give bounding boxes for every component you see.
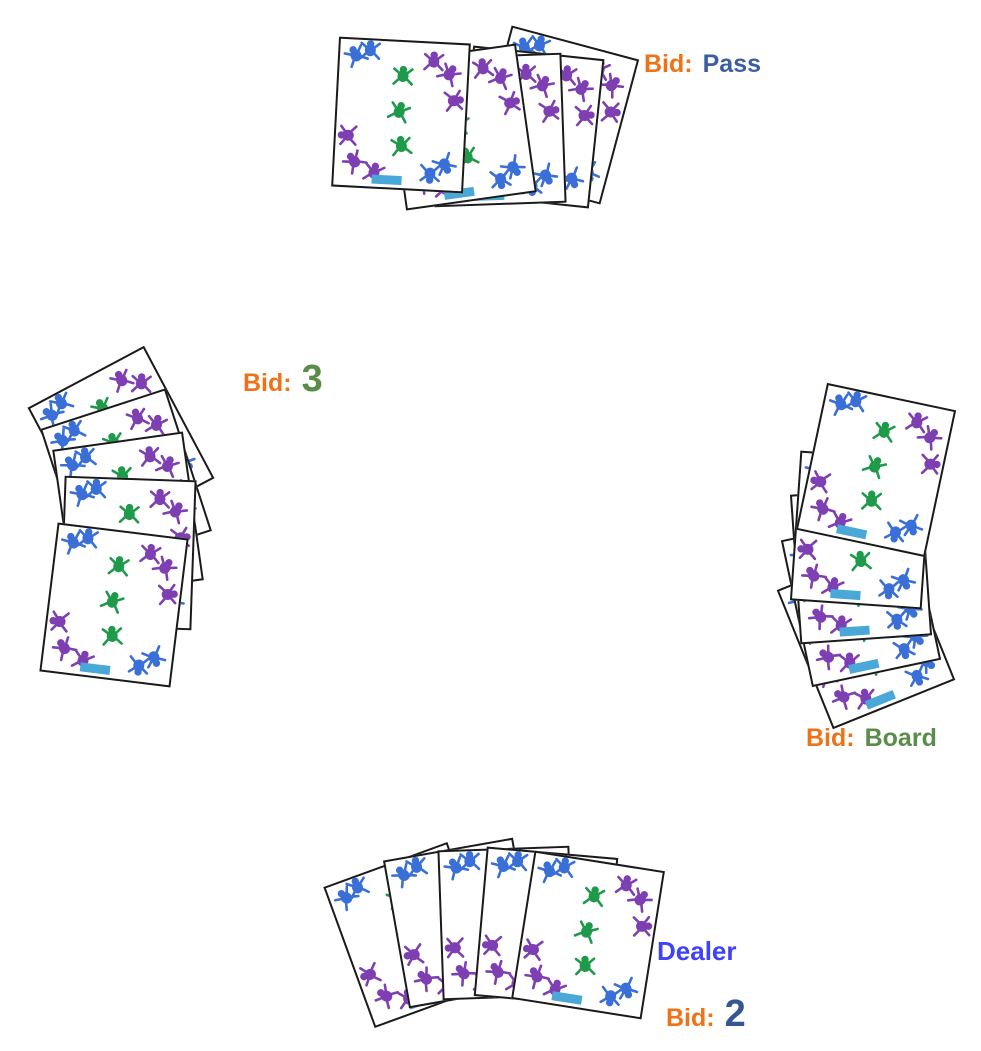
dealer-label: Dealer — [657, 936, 737, 966]
bid-value: Pass — [702, 50, 761, 78]
frog-pattern-icon — [333, 39, 468, 191]
frog-pattern-icon — [42, 525, 187, 686]
card-back[interactable] — [331, 36, 471, 194]
east-bid: Bid: Board — [806, 724, 937, 753]
west-bid: Bid: 3 — [243, 358, 323, 401]
frog-pattern-icon — [798, 385, 954, 554]
bid-label: Bid: — [666, 1004, 715, 1032]
bid-value: Board — [864, 724, 937, 752]
card-back[interactable] — [39, 522, 189, 688]
card-back[interactable] — [511, 850, 665, 1020]
bid-label: Bid: — [644, 50, 693, 78]
card-back[interactable] — [795, 382, 957, 558]
bid-label: Bid: — [243, 369, 292, 397]
frog-pattern-icon — [513, 853, 662, 1017]
south-bid: Bid: 2 — [666, 993, 746, 1036]
bid-value: 3 — [301, 358, 323, 400]
north-bid: Bid: Pass — [644, 50, 761, 79]
bid-label: Bid: — [806, 724, 855, 752]
bid-value: 2 — [724, 993, 746, 1035]
